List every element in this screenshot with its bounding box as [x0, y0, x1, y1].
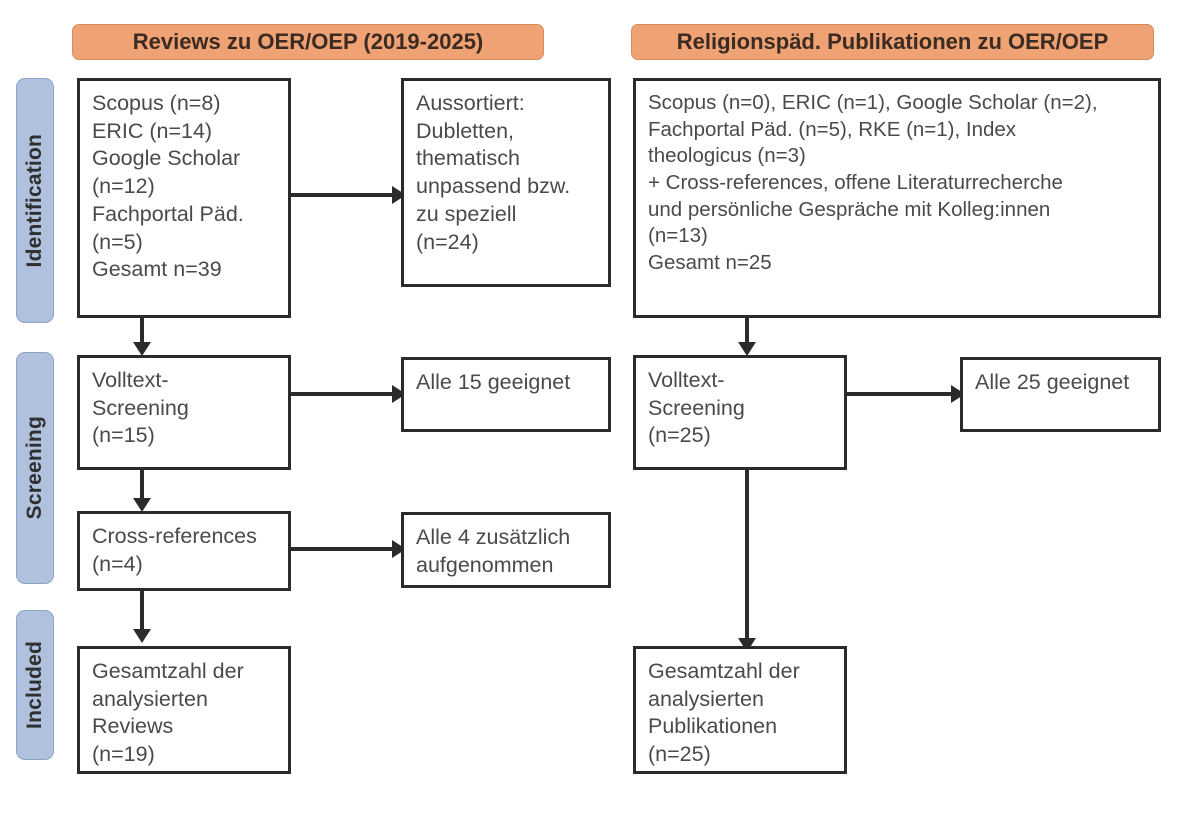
node-left-crossrefs: Cross-references (n=4) — [77, 511, 291, 591]
node-right-screening-result: Alle 25 geeignet — [960, 357, 1161, 432]
node-line: (n=25) — [648, 742, 711, 767]
stage-bar-identification: Identification — [16, 78, 54, 323]
node-line: Cross-references — [92, 524, 257, 548]
column-header-reviews-label: Reviews zu OER/OEP (2019-2025) — [132, 29, 484, 54]
node-right-included: Gesamtzahl der analysierten Publikatione… — [633, 646, 847, 774]
arrow-head-left-crossrefs-to-included — [133, 629, 151, 643]
node-line: analysierten — [648, 686, 764, 711]
node-left-screening-result: Alle 15 geeignet — [401, 357, 611, 432]
node-right-identification: Scopus (n=0), ERIC (n=1), Google Scholar… — [633, 78, 1161, 318]
node-left-included: Gesamtzahl der analysierten Reviews (n=1… — [77, 646, 291, 774]
node-line: analysierten — [92, 686, 208, 711]
node-line: und persönliche Gespräche mit Kolleg:inn… — [648, 197, 1051, 221]
connector-left-screening-to-crossrefs — [140, 470, 144, 502]
stage-label-identification: Identification — [23, 133, 46, 268]
node-line: Fachportal Päd. (n=5), RKE (n=1), Index — [648, 117, 1017, 141]
node-line: Alle 15 geeignet — [416, 370, 571, 394]
stage-bar-screening: Screening — [16, 352, 54, 584]
node-line: Scopus (n=8) — [92, 91, 221, 115]
node-left-screening: Volltext- Screening (n=15) — [77, 355, 291, 470]
node-line: Alle 4 zusätzlich — [416, 525, 571, 549]
node-line: Publikationen — [648, 714, 778, 739]
stage-label-included: Included — [23, 641, 46, 729]
node-line: Scopus (n=0), ERIC (n=1), Google Scholar… — [648, 91, 1098, 114]
node-line: Screening — [92, 395, 189, 420]
node-line: Gesamtzahl der — [92, 659, 244, 683]
connector-left-identification-to-screening — [140, 318, 144, 346]
node-line: Volltext- — [92, 368, 169, 392]
node-line: + Cross-references, offene Literaturrech… — [648, 170, 1063, 194]
arrow-head-left-screening-to-crossrefs — [133, 498, 151, 512]
arrow-head-right-identification-to-screening — [738, 342, 756, 356]
node-line: Alle 25 geeignet — [975, 370, 1130, 394]
node-line: (n=24) — [416, 229, 479, 254]
node-line: Dubletten, — [416, 118, 515, 143]
node-line: Aussortiert: — [416, 91, 525, 115]
node-line: Gesamt n=39 — [92, 257, 222, 282]
node-line: Gesamt n=25 — [648, 250, 772, 274]
connector-left-screening-to-result — [291, 392, 395, 396]
node-line: Volltext- — [648, 368, 725, 392]
node-left-crossrefs-result: Alle 4 zusätzlich aufgenommen — [401, 512, 611, 588]
connector-right-screening-to-included — [745, 470, 749, 643]
node-line: Reviews — [92, 714, 174, 739]
stage-bar-included: Included — [16, 610, 54, 760]
node-line: Fachportal Päd. — [92, 201, 244, 226]
column-header-reviews: Reviews zu OER/OEP (2019-2025) — [72, 24, 544, 60]
node-left-excluded: Aussortiert: Dubletten, thematisch unpas… — [401, 78, 611, 287]
arrow-head-left-identification-to-screening — [133, 342, 151, 356]
node-line: ERIC (n=14) — [92, 118, 213, 143]
node-right-screening: Volltext- Screening (n=25) — [633, 355, 847, 470]
node-line: unpassend bzw. — [416, 174, 571, 199]
node-line: thematisch — [416, 146, 520, 171]
node-line: Screening — [648, 395, 745, 420]
node-line: Gesamtzahl der — [648, 659, 800, 683]
node-line: Google Scholar — [92, 146, 241, 171]
node-line: (n=5) — [92, 229, 143, 254]
node-line: (n=15) — [92, 423, 155, 448]
connector-left-crossrefs-to-included — [140, 591, 144, 633]
column-header-publications-label: Religionspäd. Publikationen zu OER/OEP — [676, 29, 1109, 54]
node-line: zu speziell — [416, 201, 517, 226]
column-header-publications: Religionspäd. Publikationen zu OER/OEP — [631, 24, 1154, 60]
connector-right-screening-to-result — [847, 392, 954, 396]
node-line: theologicus (n=3) — [648, 144, 806, 168]
node-line: (n=12) — [92, 174, 155, 199]
node-left-identification: Scopus (n=8) ERIC (n=14) Google Scholar … — [77, 78, 291, 318]
connector-left-crossrefs-to-result — [291, 547, 395, 551]
node-line: (n=13) — [648, 224, 708, 248]
node-line: (n=4) — [92, 551, 143, 576]
node-line: (n=25) — [648, 423, 711, 448]
node-line: aufgenommen — [416, 552, 554, 577]
connector-right-identification-to-screening — [745, 318, 749, 346]
stage-label-screening: Screening — [23, 416, 46, 520]
node-line: (n=19) — [92, 742, 155, 767]
connector-identification-to-excluded — [291, 193, 395, 197]
